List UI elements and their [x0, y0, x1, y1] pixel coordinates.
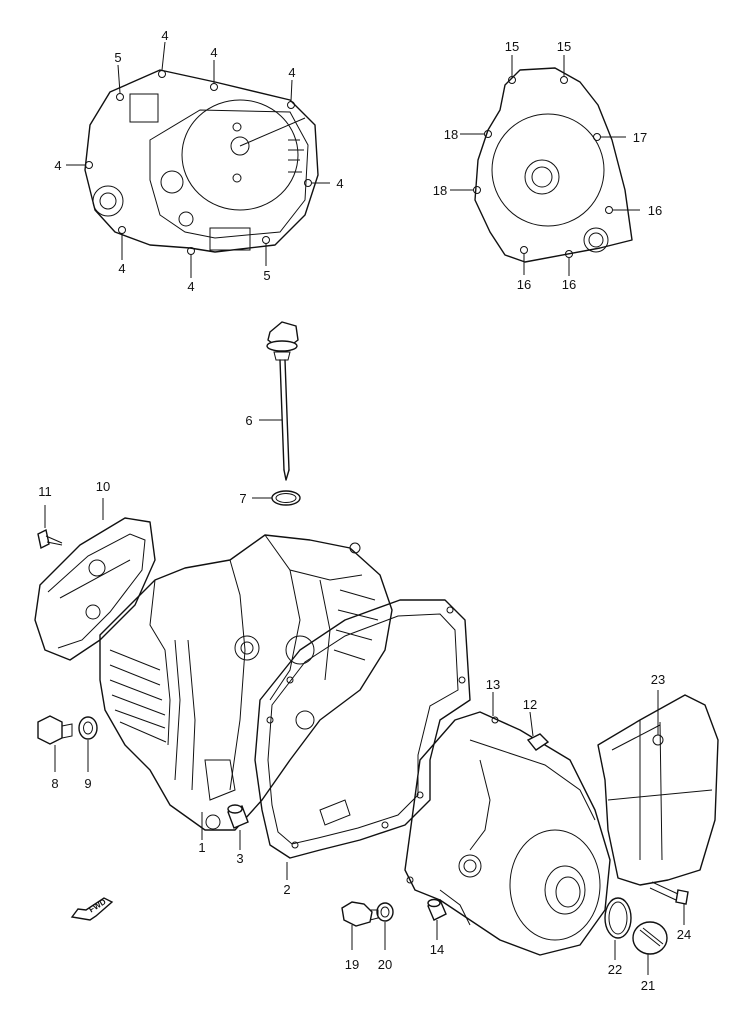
callout-5: 5 [263, 268, 270, 283]
callout-20: 20 [378, 957, 392, 972]
callout-24: 24 [677, 927, 691, 942]
callout-labels: 4 4 4 4 4 4 4 5 5 15 15 17 16 16 16 18 1… [38, 28, 691, 993]
callout-12: 12 [523, 697, 537, 712]
callout-4: 4 [288, 65, 295, 80]
crankcase-side-plate [34, 517, 156, 661]
callout-4: 4 [187, 279, 194, 294]
sprocket-cover-bolt [649, 881, 689, 905]
oil-level-dipstick [266, 321, 299, 481]
callout-15: 15 [557, 39, 571, 54]
callout-2: 2 [283, 882, 290, 897]
callout-22: 22 [608, 962, 622, 977]
generator-cover-cap [632, 921, 668, 955]
callout-6: 6 [245, 413, 252, 428]
callout-5: 5 [114, 50, 121, 65]
crankcase-assembly [99, 534, 393, 831]
callout-14: 14 [430, 942, 444, 957]
cover-dowel-pin [427, 898, 447, 921]
callout-1: 1 [198, 840, 205, 855]
sprocket-cover [597, 694, 719, 886]
leaders-top-left [66, 41, 330, 278]
callout-16: 16 [517, 277, 531, 292]
callout-17: 17 [633, 130, 647, 145]
leaders-top-right [450, 55, 640, 276]
inspection-cap [526, 733, 550, 751]
callout-4: 4 [54, 158, 61, 173]
callout-18: 18 [444, 127, 458, 142]
cap-o-ring [604, 897, 632, 939]
callout-11: 11 [38, 484, 52, 499]
callout-4: 4 [210, 45, 217, 60]
callout-13: 13 [486, 677, 500, 692]
generator-cover-gasket [473, 67, 633, 263]
drain-plug-washer [78, 716, 98, 740]
callout-18: 18 [433, 183, 447, 198]
clutch-cover-gasket [84, 69, 319, 255]
crankcase-cover-gasket [254, 599, 471, 859]
drain-plug [37, 715, 73, 745]
callout-7: 7 [239, 491, 246, 506]
callout-19: 19 [345, 957, 359, 972]
callout-23: 23 [651, 672, 665, 687]
cover-plug [341, 901, 379, 927]
callout-10: 10 [96, 479, 110, 494]
dowel-pin [227, 804, 249, 829]
callout-16: 16 [562, 277, 576, 292]
callout-16: 16 [648, 203, 662, 218]
cover-plate-bolt [37, 528, 63, 550]
callout-4: 4 [118, 261, 125, 276]
callout-15: 15 [505, 39, 519, 54]
callout-21: 21 [641, 978, 655, 993]
dipstick-o-ring [271, 490, 301, 506]
callout-9: 9 [84, 776, 91, 791]
generator-cover [404, 711, 611, 956]
plug-washer [376, 902, 394, 922]
callout-4: 4 [336, 176, 343, 191]
forward-direction-arrow: FWD [70, 897, 114, 921]
callout-8: 8 [51, 776, 58, 791]
callout-4: 4 [161, 28, 168, 43]
callout-3: 3 [236, 851, 243, 866]
